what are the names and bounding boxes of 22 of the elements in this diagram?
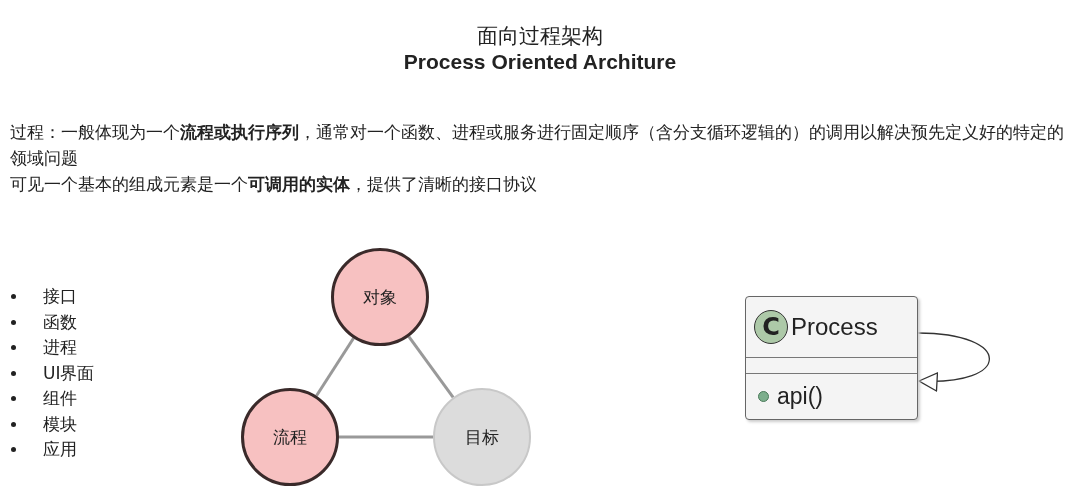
node-label: 目标 (465, 425, 499, 449)
paragraph: 过程：一般体现为一个流程或执行序列，通常对一个函数、进程或服务进行固定顺序（含分支循环逻辑的）的调用以解决预先定义好的特定的领域问题 (10, 122, 1065, 170)
class-stereotype-icon: C (754, 310, 788, 344)
class-box (745, 296, 918, 420)
method-name: api() (777, 383, 823, 410)
list-item: 接口 (43, 285, 77, 307)
node-label: 对象 (363, 285, 397, 309)
list-item: 应用 (43, 438, 77, 460)
connector-line (339, 435, 433, 439)
subtitle: Process Oriented Architure (402, 50, 678, 74)
connector-line (407, 335, 455, 399)
paragraph: 可见一个基本的组成元素是一个可调用的实体，提供了清晰的接口协议 (10, 174, 538, 196)
node-label: 流程 (273, 425, 307, 449)
list-item: 组件 (43, 387, 77, 409)
connector-line (315, 337, 355, 397)
title: 面向过程架构 (476, 23, 604, 50)
list-item: UI界面 (43, 361, 95, 384)
class-name: Process (791, 313, 878, 341)
list-item: 函数 (43, 310, 77, 333)
list-item: 进程 (43, 336, 77, 358)
self-loop-arrow (917, 332, 991, 391)
list-item: 模块 (43, 412, 77, 435)
